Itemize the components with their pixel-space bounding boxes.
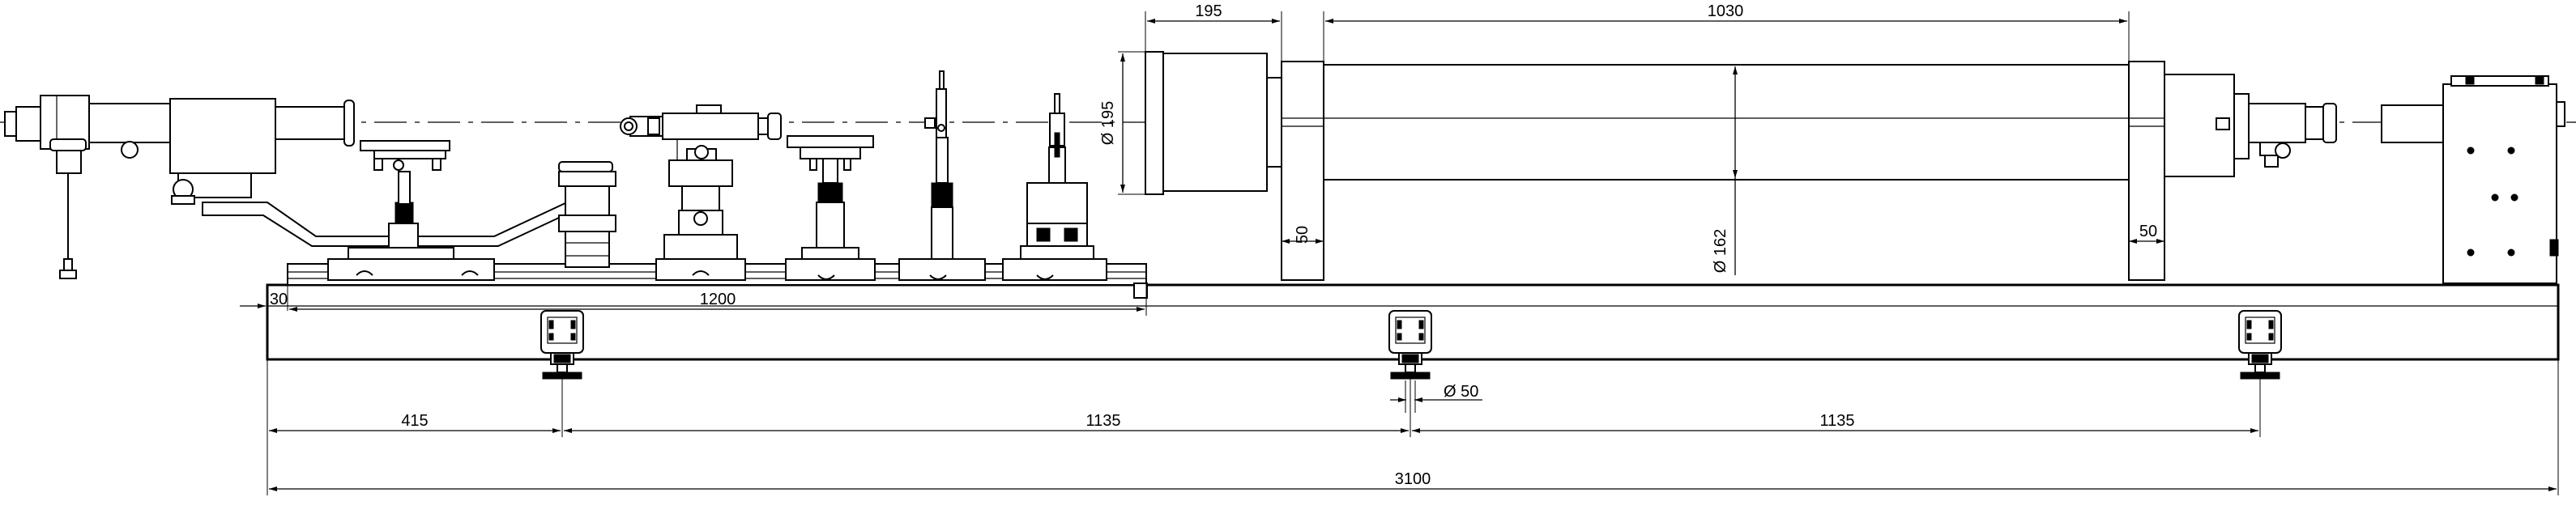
carriage-1	[327, 140, 495, 281]
dimension-50-right: 50	[2129, 223, 2164, 244]
dim-195-label: 195	[1195, 2, 1222, 20]
dimension-dia-195: Ø 195	[1099, 51, 1145, 195]
dim-30-label: 30	[270, 291, 288, 308]
dim-dia50-label: Ø 50	[1444, 383, 1478, 401]
carriage-4	[898, 70, 986, 281]
dim-50-right-label: 50	[2139, 223, 2157, 240]
dimension-50-left: 50	[1282, 226, 1324, 244]
dimension-30: 30	[240, 285, 288, 311]
cylinder-holder	[558, 161, 613, 172]
dimension-chain-bottom: 415 1135 1135	[267, 359, 2559, 495]
dim-415-label: 415	[401, 412, 428, 430]
carriage-2	[620, 104, 782, 281]
dimension-1200: 1200	[289, 283, 1147, 316]
leveling-foot-1	[540, 310, 584, 380]
dimension-dia-162: Ø 162	[1712, 66, 1738, 275]
dim-1200-label: 1200	[700, 291, 736, 308]
dimension-3100: 3100	[269, 470, 2557, 491]
dimension-dia-50: Ø 50	[1390, 380, 1482, 413]
carriage-5	[1002, 93, 1107, 281]
light-source-box	[2381, 75, 2565, 284]
carriage-3	[785, 135, 876, 281]
leveling-foot-3	[2238, 310, 2282, 380]
dim-50-left-label: 50	[1294, 226, 1311, 244]
dim-3100-label: 3100	[1395, 470, 1431, 488]
dim-dia162-label: Ø 162	[1712, 229, 1729, 273]
dim-1135-right-label: 1135	[1819, 412, 1854, 430]
dim-dia195-label: Ø 195	[1099, 101, 1117, 145]
dim-1135-left-label: 1135	[1085, 412, 1120, 430]
curved-bracket-stage	[202, 171, 616, 268]
collimator-tube	[1145, 51, 2337, 281]
dim-1030-label: 1030	[1708, 2, 1744, 20]
leveling-foot-2	[1388, 310, 1432, 380]
dimension-1030: 1030	[1323, 2, 2130, 65]
dimension-195-length: 195	[1145, 2, 1282, 62]
autocollimator-left	[4, 95, 355, 279]
